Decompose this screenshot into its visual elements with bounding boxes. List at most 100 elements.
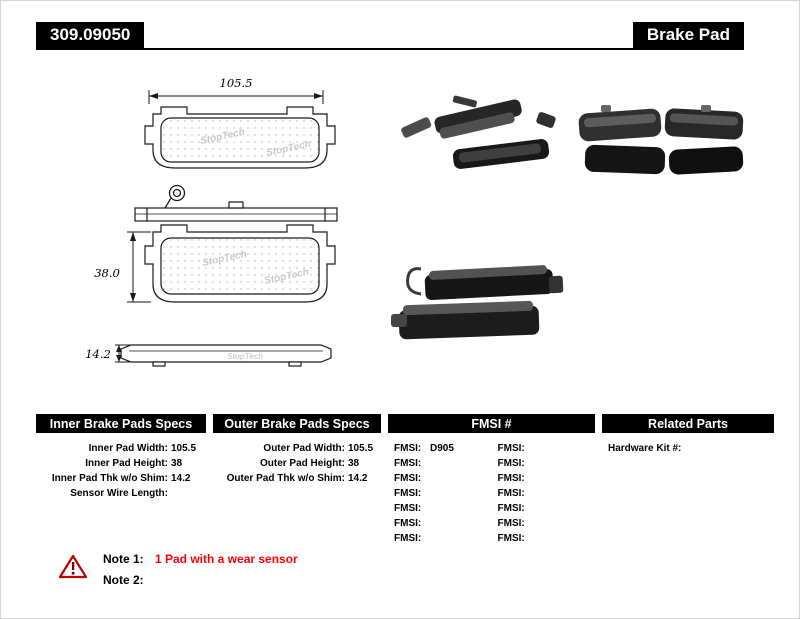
spec-row: Sensor Wire Length: — [36, 486, 206, 501]
spec-value — [168, 486, 171, 501]
note-2-text — [151, 573, 155, 587]
inner-specs-header: Inner Brake Pads Specs — [36, 414, 206, 433]
fmsi-cell: FMSI: — [388, 516, 492, 531]
fmsi-label: FMSI: — [497, 443, 525, 454]
fmsi-value — [532, 501, 534, 516]
pad-front-drawing — [144, 106, 336, 169]
spec-value: 105.5 — [348, 443, 374, 454]
spec-label: Outer Pad Thk w/o Shim: — [226, 473, 345, 484]
related-part-label: Hardware Kit #: — [608, 443, 682, 454]
fmsi-row: FMSI: FMSI: — [388, 456, 595, 471]
fmsi-cell: FMSI: — [492, 471, 596, 486]
spec-value: 14.2 — [348, 473, 368, 484]
fmsi-cell: FMSI: — [492, 441, 596, 456]
spec-value: 105.5 — [171, 443, 197, 454]
fmsi-row: FMSI: FMSI: — [388, 516, 595, 531]
note-1-label: Note 1: — [103, 552, 144, 566]
watermark-text: StopTech — [227, 352, 263, 361]
spec-value: 14.2 — [171, 473, 191, 484]
fmsi-label: FMSI: — [394, 458, 422, 469]
fmsi-row: FMSI: FMSI: — [388, 471, 595, 486]
note-1-text: 1 Pad with a wear sensor — [155, 552, 298, 566]
spec-row: Outer Pad Height:38 — [213, 456, 381, 471]
fmsi-value — [532, 471, 534, 486]
note-2-label: Note 2: — [103, 573, 144, 587]
fmsi-label: FMSI: — [497, 533, 525, 544]
fmsi-value — [428, 486, 430, 501]
fmsi-cell: FMSI: — [388, 531, 492, 546]
fmsi-cell: FMSI: — [388, 456, 492, 471]
fmsi-label: FMSI: — [497, 473, 525, 484]
figures-panel: StopTech StopTech 105.5 StopTech — [85, 76, 744, 367]
page-header: 309.09050 Brake Pad — [36, 22, 744, 50]
photo-pads-loose — [401, 95, 556, 169]
specs-table: Inner Brake Pads Specs Inner Pad Width:1… — [36, 414, 774, 546]
fmsi-label: FMSI: — [497, 518, 525, 529]
related-parts-column: Related Parts Hardware Kit #: — [602, 414, 774, 546]
spec-row: Outer Pad Width:105.5 — [213, 441, 381, 456]
inner-specs-column: Inner Brake Pads Specs Inner Pad Width:1… — [36, 414, 206, 546]
pad-thickness-drawing — [120, 344, 332, 367]
note-lines: Note 1: 1 Pad with a wear sensor Note 2: — [103, 552, 298, 587]
fmsi-cell: FMSI: — [388, 486, 492, 501]
fmsi-cell: FMSI: — [492, 501, 596, 516]
spec-label: Outer Pad Width: — [263, 443, 345, 454]
product-type-title: Brake Pad — [632, 22, 744, 48]
notes-section: Note 1: 1 Pad with a wear sensor Note 2: — [59, 552, 298, 587]
fmsi-value — [532, 531, 534, 546]
fmsi-column: FMSI # FMSI: D905 FMSI: FMSI: FMSI: FMSI:… — [388, 414, 595, 546]
related-parts-header: Related Parts — [602, 414, 774, 433]
thickness-dimension-label: 14.2 — [85, 347, 111, 361]
shim-drawing — [134, 201, 338, 222]
spec-row: Inner Pad Thk w/o Shim:14.2 — [36, 471, 206, 486]
fmsi-cell: FMSI: — [492, 486, 596, 501]
fmsi-value: D905 — [430, 443, 454, 454]
fmsi-cell: FMSI: — [492, 516, 596, 531]
fmsi-row: FMSI: FMSI: — [388, 486, 595, 501]
related-part-value — [681, 441, 684, 456]
fmsi-value — [428, 471, 430, 486]
spec-row: Inner Pad Width:105.5 — [36, 441, 206, 456]
height-dimension-label: 38.0 — [94, 266, 120, 280]
spec-row: Inner Pad Height:38 — [36, 456, 206, 471]
fmsi-row: FMSI: D905 FMSI: — [388, 441, 595, 456]
fmsi-cell: FMSI: — [388, 501, 492, 516]
spec-row: Outer Pad Thk w/o Shim:14.2 — [213, 471, 381, 486]
fmsi-value — [428, 501, 430, 516]
fmsi-label: FMSI: — [497, 488, 525, 499]
fmsi-label: FMSI: — [394, 533, 422, 544]
fmsi-header: FMSI # — [388, 414, 595, 433]
fmsi-label: FMSI: — [497, 458, 525, 469]
fmsi-cell: FMSI: — [492, 531, 596, 546]
fmsi-value — [428, 531, 430, 546]
fmsi-label: FMSI: — [394, 473, 422, 484]
pad-side-drawing — [144, 224, 336, 303]
note-1: Note 1: 1 Pad with a wear sensor — [103, 552, 298, 566]
fmsi-label: FMSI: — [497, 503, 525, 514]
fmsi-cell: FMSI: D905 — [388, 441, 492, 456]
fmsi-value — [428, 516, 430, 531]
width-dimension-label: 105.5 — [220, 76, 253, 90]
fmsi-label: FMSI: — [394, 443, 422, 454]
fmsi-value — [532, 516, 534, 531]
spec-label: Sensor Wire Length: — [70, 488, 168, 499]
part-number: 309.09050 — [36, 22, 145, 48]
note-2: Note 2: — [103, 573, 298, 587]
spec-label: Inner Pad Thk w/o Shim: — [51, 473, 168, 484]
dimension-height-lines — [127, 231, 151, 303]
spec-label: Inner Pad Height: — [85, 458, 168, 469]
dimension-thickness-lines — [115, 344, 135, 363]
related-part-row: Hardware Kit #: — [602, 441, 774, 456]
photo-pads-stacked — [391, 265, 564, 340]
outer-specs-column: Outer Brake Pads Specs Outer Pad Width:1… — [213, 414, 381, 546]
fmsi-row: FMSI: FMSI: — [388, 531, 595, 546]
warning-icon — [59, 554, 87, 579]
outer-specs-header: Outer Brake Pads Specs — [213, 414, 381, 433]
spec-value: 38 — [171, 458, 183, 469]
fmsi-row: FMSI: FMSI: — [388, 501, 595, 516]
fmsi-value — [532, 486, 534, 501]
spec-label: Outer Pad Height: — [259, 458, 345, 469]
fmsi-label: FMSI: — [394, 488, 422, 499]
spec-value: 38 — [348, 458, 360, 469]
dimension-width-lines — [148, 90, 324, 104]
